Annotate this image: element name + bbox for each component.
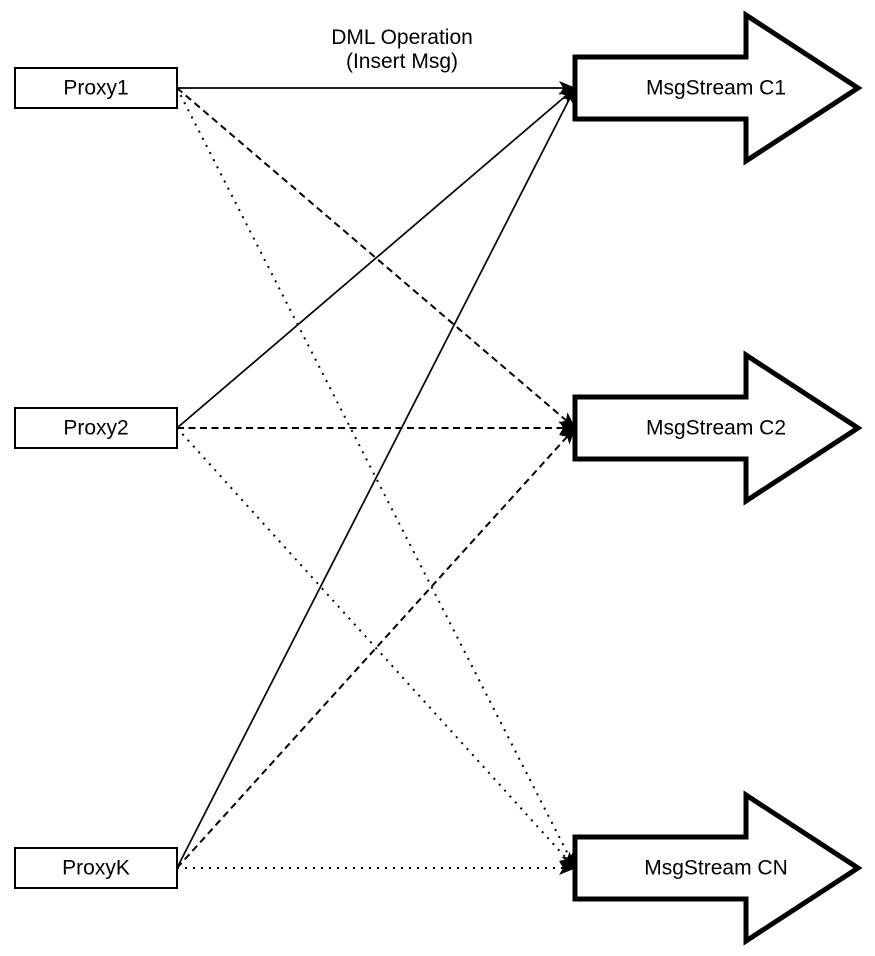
edge-proxy2-c1 bbox=[176, 87, 576, 429]
edge-proxy1-c2 bbox=[176, 87, 576, 429]
msgstream-c2-arrow-shape bbox=[572, 350, 863, 506]
node-msgstream-cn: MsgStream CN bbox=[572, 790, 863, 946]
edge-proxyk-c1 bbox=[176, 87, 576, 869]
edge-lines bbox=[176, 81, 576, 875]
proxyk-box bbox=[14, 847, 178, 889]
proxy1-label: Proxy1 bbox=[63, 77, 128, 100]
proxy2-box bbox=[14, 407, 178, 449]
msgstream-c2-label: MsgStream C2 bbox=[646, 417, 786, 440]
proxyk-label: ProxyK bbox=[62, 857, 130, 880]
diagram-title-line1: DML Operation bbox=[331, 26, 473, 49]
msgstream-c1-arrow-shape bbox=[572, 10, 863, 166]
msgstream-c1-label: MsgStream C1 bbox=[646, 77, 786, 100]
edge-proxy1-cn bbox=[176, 87, 576, 869]
node-proxy1: Proxy1 bbox=[14, 67, 178, 109]
node-msgstream-c2: MsgStream C2 bbox=[572, 350, 863, 506]
proxy1-box bbox=[14, 67, 178, 109]
edge-proxy2-cn bbox=[176, 427, 576, 869]
proxy2-label: Proxy2 bbox=[63, 417, 128, 440]
msgstream-cn-label: MsgStream CN bbox=[644, 857, 788, 880]
msgstream-cn-arrow-shape bbox=[572, 790, 863, 946]
node-proxy2: Proxy2 bbox=[14, 407, 178, 449]
diagram-title-line2: (Insert Msg) bbox=[346, 50, 458, 73]
node-msgstream-c1: MsgStream C1 bbox=[572, 10, 863, 166]
node-proxyk: ProxyK bbox=[14, 847, 178, 889]
edge-proxyk-c2 bbox=[176, 427, 576, 869]
